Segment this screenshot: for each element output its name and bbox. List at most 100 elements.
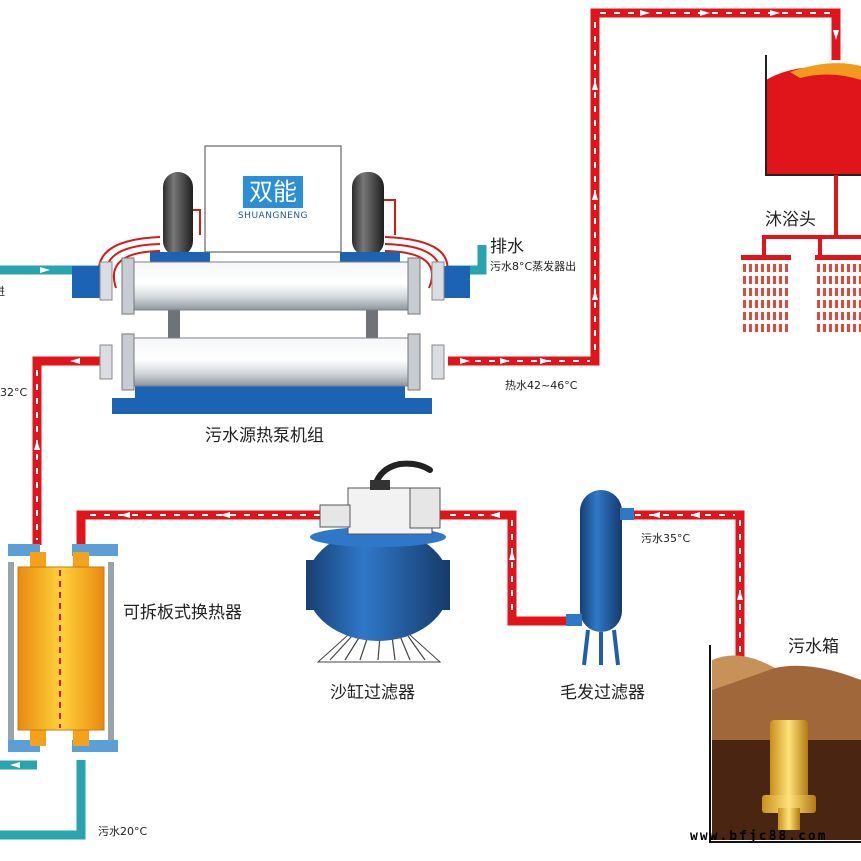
- water-droplet: [749, 312, 752, 320]
- water-droplet: [847, 276, 850, 284]
- water-droplet: [853, 312, 856, 320]
- brand-logo: 双能 SHUANGNENG: [205, 146, 341, 252]
- water-droplet: [823, 324, 826, 332]
- water-droplet: [829, 276, 832, 284]
- hair-filter-label: 毛发过滤器: [560, 683, 645, 703]
- water-droplet: [829, 324, 832, 332]
- water-droplet: [749, 288, 752, 296]
- sand-filter-label: 沙缸过滤器: [330, 683, 415, 703]
- water-droplet: [779, 300, 782, 308]
- water-droplet: [749, 276, 752, 284]
- water-droplet: [859, 264, 861, 272]
- water-droplet: [853, 264, 856, 272]
- water-droplet: [755, 264, 758, 272]
- water-droplet: [755, 288, 758, 296]
- water-droplet: [749, 264, 752, 272]
- water-droplet: [779, 264, 782, 272]
- water-droplet: [835, 300, 838, 308]
- heat-pump-unit: [72, 145, 470, 414]
- water-droplet: [779, 276, 782, 284]
- water-droplet: [743, 300, 746, 308]
- shower-tank: [741, 55, 861, 260]
- brand-name-cn: 双能: [243, 176, 303, 208]
- water-droplet: [767, 264, 770, 272]
- water-droplet: [761, 288, 764, 296]
- water-droplet: [743, 324, 746, 332]
- sewage-tank-label: 污水箱: [788, 637, 839, 657]
- water-droplet: [755, 312, 758, 320]
- water-droplet: [817, 312, 820, 320]
- water-droplet: [835, 276, 838, 284]
- water-droplet: [749, 300, 752, 308]
- water-droplet: [841, 312, 844, 320]
- brand-name-en: SHUANGNENG: [237, 211, 309, 221]
- drain-label: 排水: [490, 237, 524, 257]
- water-droplet: [779, 288, 782, 296]
- water-droplet: [785, 324, 788, 332]
- water-droplet: [785, 300, 788, 308]
- water-droplet: [847, 324, 850, 332]
- water-droplet: [773, 324, 776, 332]
- left-temp-label: 32°C: [0, 386, 28, 399]
- water-droplet: [817, 324, 820, 332]
- water-droplet: [755, 324, 758, 332]
- water-droplet: [859, 312, 861, 320]
- water-droplet: [761, 276, 764, 284]
- sewage-20-label: 污水20°C: [98, 825, 148, 838]
- water-droplet: [823, 276, 826, 284]
- hair-filter-tank: [566, 490, 634, 666]
- water-droplet: [779, 312, 782, 320]
- water-droplet: [841, 276, 844, 284]
- water-droplet: [841, 324, 844, 332]
- water-droplet: [829, 264, 832, 272]
- flow-dashes: [36, 12, 830, 780]
- water-droplet: [835, 324, 838, 332]
- water-droplet: [841, 264, 844, 272]
- water-droplet: [829, 288, 832, 296]
- water-droplet: [859, 276, 861, 284]
- water-droplet: [749, 324, 752, 332]
- shower-head-label: 沐浴头: [765, 210, 816, 230]
- water-droplet: [761, 324, 764, 332]
- water-droplet: [743, 288, 746, 296]
- water-droplet: [847, 288, 850, 296]
- sewage-35-label: 污水35°C: [641, 532, 691, 545]
- heat-pump-unit-label: 污水源热泵机组: [205, 426, 324, 446]
- water-droplet: [829, 300, 832, 308]
- water-droplet: [823, 264, 826, 272]
- water-droplet: [841, 300, 844, 308]
- water-droplet: [835, 288, 838, 296]
- water-droplet: [767, 324, 770, 332]
- water-droplet: [773, 288, 776, 296]
- plate-heat-exchanger: [8, 544, 118, 752]
- water-droplet: [853, 300, 856, 308]
- water-droplet: [755, 276, 758, 284]
- water-droplet: [773, 312, 776, 320]
- water-droplet: [761, 264, 764, 272]
- water-droplet: [761, 300, 764, 308]
- water-droplet: [785, 312, 788, 320]
- water-droplet: [743, 276, 746, 284]
- water-droplet: [859, 300, 861, 308]
- water-droplet: [853, 324, 856, 332]
- water-droplet: [847, 312, 850, 320]
- water-droplet: [853, 288, 856, 296]
- sewage-tank: [709, 645, 861, 843]
- water-droplet: [767, 300, 770, 308]
- water-droplet: [785, 288, 788, 296]
- water-droplet: [779, 324, 782, 332]
- sand-filter-tank: [306, 460, 450, 663]
- water-droplet: [817, 264, 820, 272]
- water-droplet: [773, 276, 776, 284]
- water-droplet: [767, 288, 770, 296]
- water-droplet: [767, 276, 770, 284]
- water-droplet: [785, 276, 788, 284]
- water-droplet: [847, 300, 850, 308]
- water-droplet: [817, 276, 820, 284]
- water-droplet: [853, 276, 856, 284]
- water-droplet: [743, 312, 746, 320]
- water-droplet: [859, 288, 861, 296]
- water-droplet: [755, 300, 758, 308]
- water-droplet: [823, 300, 826, 308]
